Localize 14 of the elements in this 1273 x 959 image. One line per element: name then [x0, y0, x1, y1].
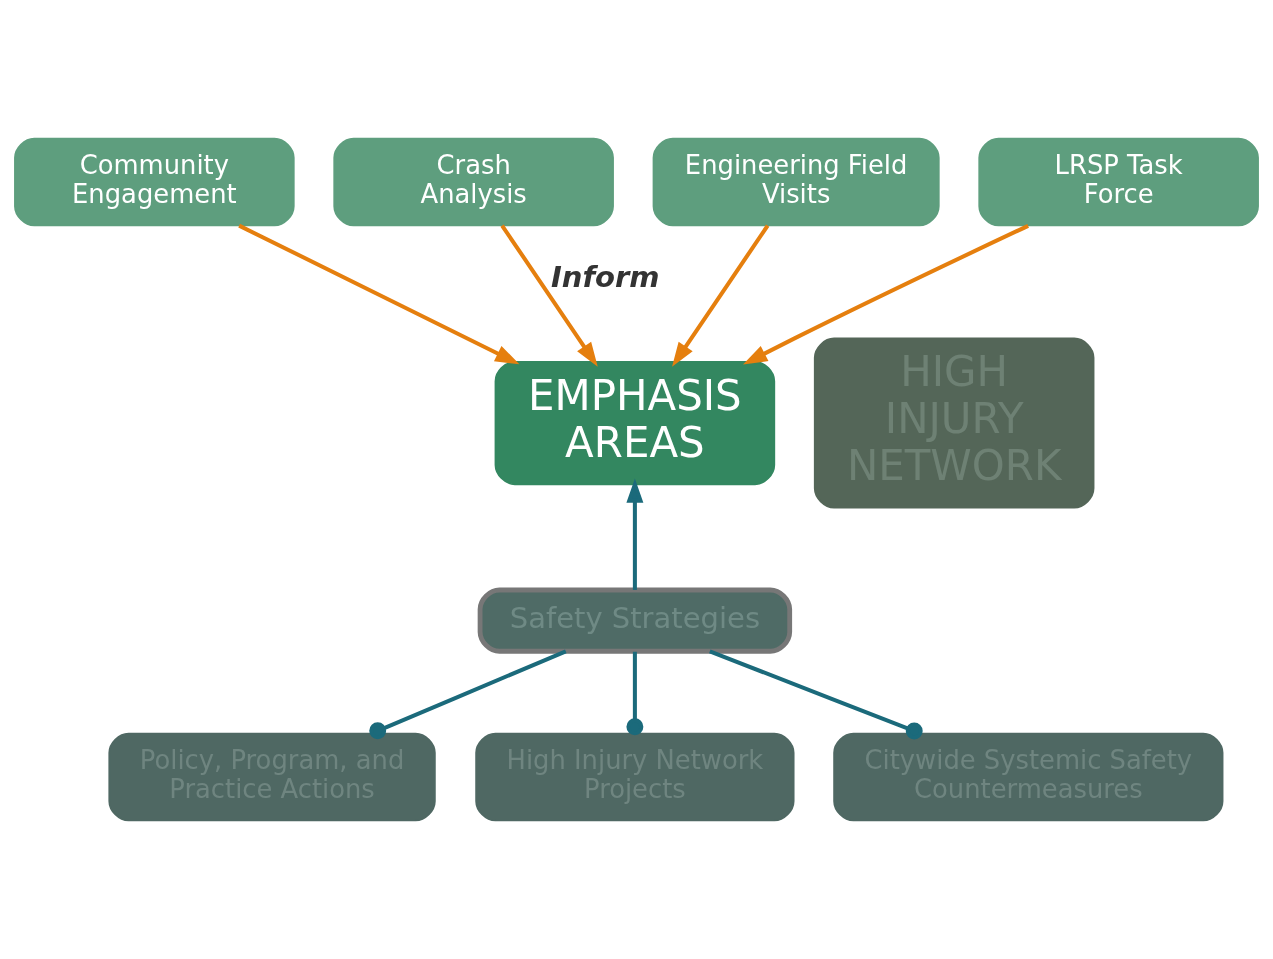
- arrow: [743, 224, 1029, 365]
- node-box: LRSP Task Force: [978, 137, 1259, 227]
- connector: [709, 649, 923, 740]
- node-box: Crash Analysis: [333, 137, 614, 227]
- edge-label: Inform: [551, 260, 660, 295]
- arrow: [672, 224, 770, 367]
- connector: [369, 649, 567, 740]
- node-box: Engineering Field Visits: [652, 137, 940, 227]
- node-box: EMPHASIS AREAS: [494, 361, 776, 486]
- arrow: [238, 223, 520, 365]
- node-box: Community Engagement: [14, 137, 295, 227]
- connector: [626, 651, 644, 736]
- arrow: [500, 224, 598, 367]
- arrow: [626, 478, 644, 590]
